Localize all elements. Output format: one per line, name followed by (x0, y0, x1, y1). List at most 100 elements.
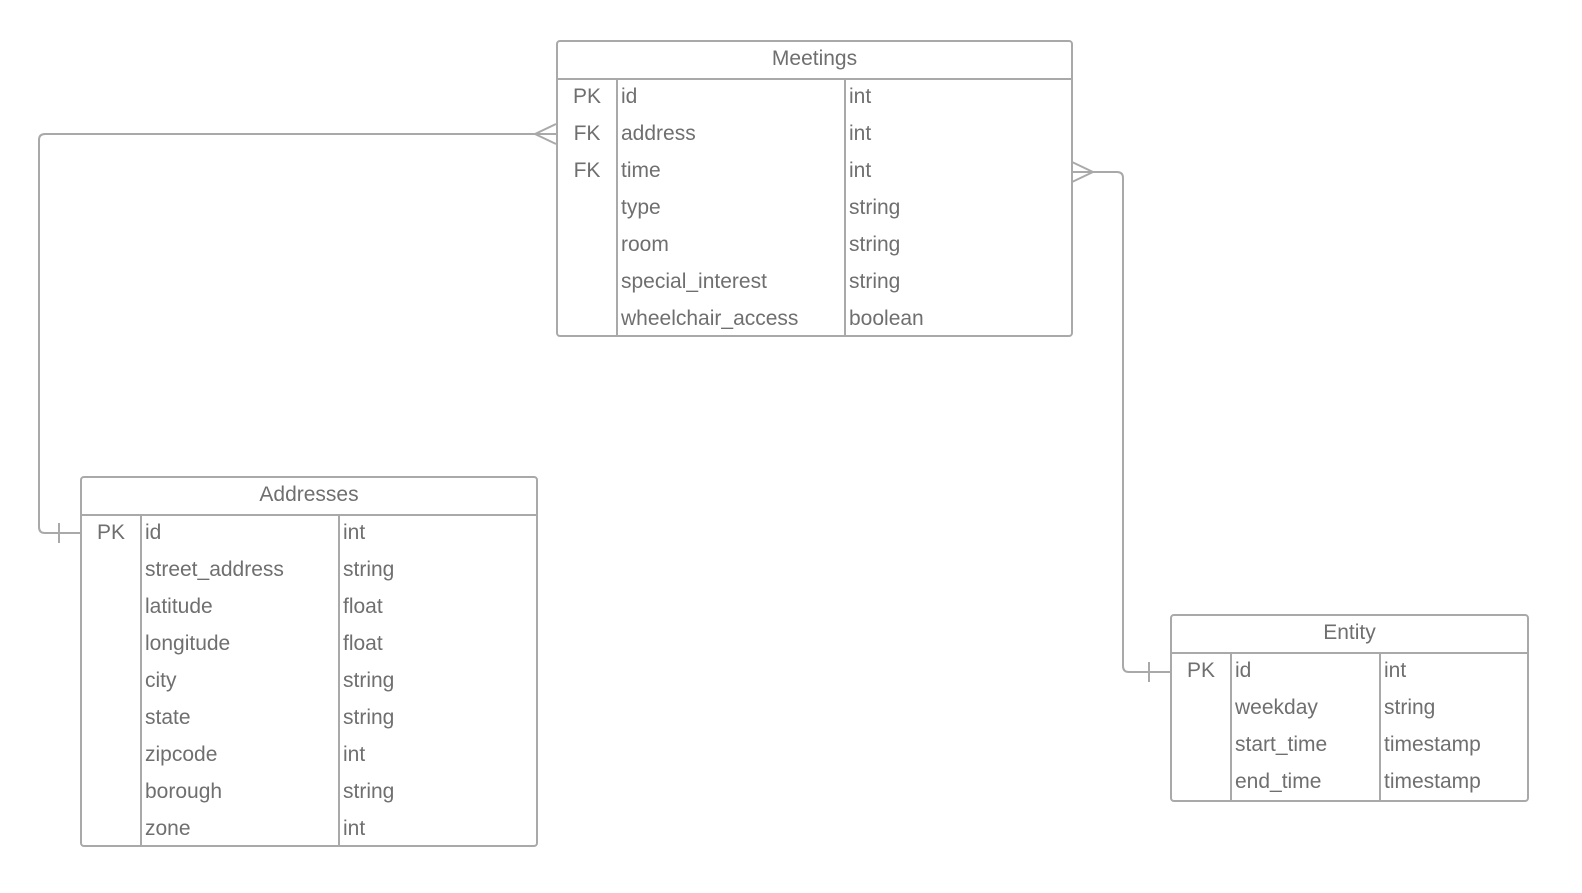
table-row[interactable]: FK time int (558, 154, 1071, 191)
table-row[interactable]: start_time timestamp (1172, 728, 1527, 765)
field-type: int (343, 817, 366, 840)
key-cell (558, 191, 616, 228)
field-type: int (849, 85, 872, 108)
table-body: PK id int weekday string start_time time… (1172, 654, 1527, 802)
connector-meetings-addresses[interactable] (38, 133, 556, 534)
key-cell (1172, 728, 1230, 765)
key-cell: FK (573, 159, 601, 182)
crows-foot-many-meetings-time (1071, 161, 1094, 183)
field-name: borough (145, 780, 223, 803)
field-name: latitude (145, 595, 213, 618)
column-divider (140, 516, 142, 847)
field-name: room (621, 233, 669, 256)
key-cell (82, 738, 140, 775)
field-name: street_address (145, 558, 284, 581)
table-row[interactable]: FK address int (558, 117, 1071, 154)
table-row[interactable]: city string (82, 664, 536, 701)
table-row[interactable]: end_time timestamp (1172, 765, 1527, 802)
field-type: int (849, 122, 872, 145)
field-type: string (849, 196, 901, 219)
key-cell (82, 812, 140, 849)
field-type: float (343, 632, 383, 655)
field-type: string (343, 558, 395, 581)
table-row[interactable]: zipcode int (82, 738, 536, 775)
column-divider (1230, 654, 1232, 802)
field-name: special_interest (621, 270, 767, 293)
table-row[interactable]: longitude float (82, 627, 536, 664)
field-type: string (343, 780, 395, 803)
column-divider (338, 516, 340, 847)
key-cell: PK (1186, 659, 1215, 682)
field-type: int (343, 521, 366, 544)
key-cell (82, 701, 140, 738)
key-cell: PK (572, 85, 601, 108)
table-row[interactable]: latitude float (82, 590, 536, 627)
table-row[interactable]: special_interest string (558, 265, 1071, 302)
field-type: timestamp (1384, 770, 1481, 793)
table-body: PK id int street_address string latitude… (82, 516, 536, 847)
field-type: string (343, 706, 395, 729)
table-row[interactable]: PK id int (82, 516, 536, 553)
entity-table[interactable]: Entity PK id int weekday string start_ti… (1170, 614, 1529, 802)
field-type: boolean (849, 307, 924, 330)
table-title: Meetings (558, 42, 1071, 80)
column-divider (616, 80, 618, 337)
key-cell (82, 590, 140, 627)
table-title: Entity (1172, 616, 1527, 654)
field-name: id (1235, 659, 1252, 682)
field-type: timestamp (1384, 733, 1481, 756)
field-type: string (849, 233, 901, 256)
column-divider (1379, 654, 1381, 802)
table-row[interactable]: PK id int (1172, 654, 1527, 691)
field-type: int (849, 159, 872, 182)
table-title: Addresses (82, 478, 536, 516)
table-row[interactable]: street_address string (82, 553, 536, 590)
key-cell (558, 302, 616, 339)
field-name: zone (145, 817, 191, 840)
table-body: PK id int FK address int FK time int typ… (558, 80, 1071, 337)
key-cell (1172, 765, 1230, 802)
field-name: zipcode (145, 743, 218, 766)
addresses-table[interactable]: Addresses PK id int street_address strin… (80, 476, 538, 847)
field-name: start_time (1235, 733, 1328, 756)
table-row[interactable]: type string (558, 191, 1071, 228)
field-name: end_time (1235, 770, 1322, 793)
table-row[interactable]: zone int (82, 812, 536, 849)
field-name: state (145, 706, 191, 729)
key-cell (558, 265, 616, 302)
field-name: longitude (145, 632, 231, 655)
key-cell (1172, 691, 1230, 728)
key-cell (82, 627, 140, 664)
field-type: string (849, 270, 901, 293)
field-name: weekday (1235, 696, 1318, 719)
field-type: int (1384, 659, 1407, 682)
crows-foot-many-meetings-address (534, 123, 557, 145)
column-divider (844, 80, 846, 337)
table-row[interactable]: room string (558, 228, 1071, 265)
table-row[interactable]: wheelchair_access boolean (558, 302, 1071, 339)
field-name: type (621, 196, 661, 219)
field-name: address (621, 122, 696, 145)
key-cell: FK (573, 122, 601, 145)
key-cell (82, 553, 140, 590)
key-cell (82, 775, 140, 812)
table-row[interactable]: borough string (82, 775, 536, 812)
field-name: time (621, 159, 661, 182)
field-type: int (343, 743, 366, 766)
meetings-table[interactable]: Meetings PK id int FK address int FK tim… (556, 40, 1073, 337)
table-row[interactable]: weekday string (1172, 691, 1527, 728)
key-cell: PK (96, 521, 125, 544)
connector-meetings-entity[interactable] (1072, 171, 1170, 673)
table-row[interactable]: PK id int (558, 80, 1071, 117)
field-type: string (343, 669, 395, 692)
table-row[interactable]: state string (82, 701, 536, 738)
field-name: city (145, 669, 177, 692)
key-cell (82, 664, 140, 701)
field-name: id (145, 521, 162, 544)
key-cell (558, 228, 616, 265)
field-name: id (621, 85, 638, 108)
field-type: string (1384, 696, 1436, 719)
field-type: float (343, 595, 383, 618)
field-name: wheelchair_access (621, 307, 799, 330)
